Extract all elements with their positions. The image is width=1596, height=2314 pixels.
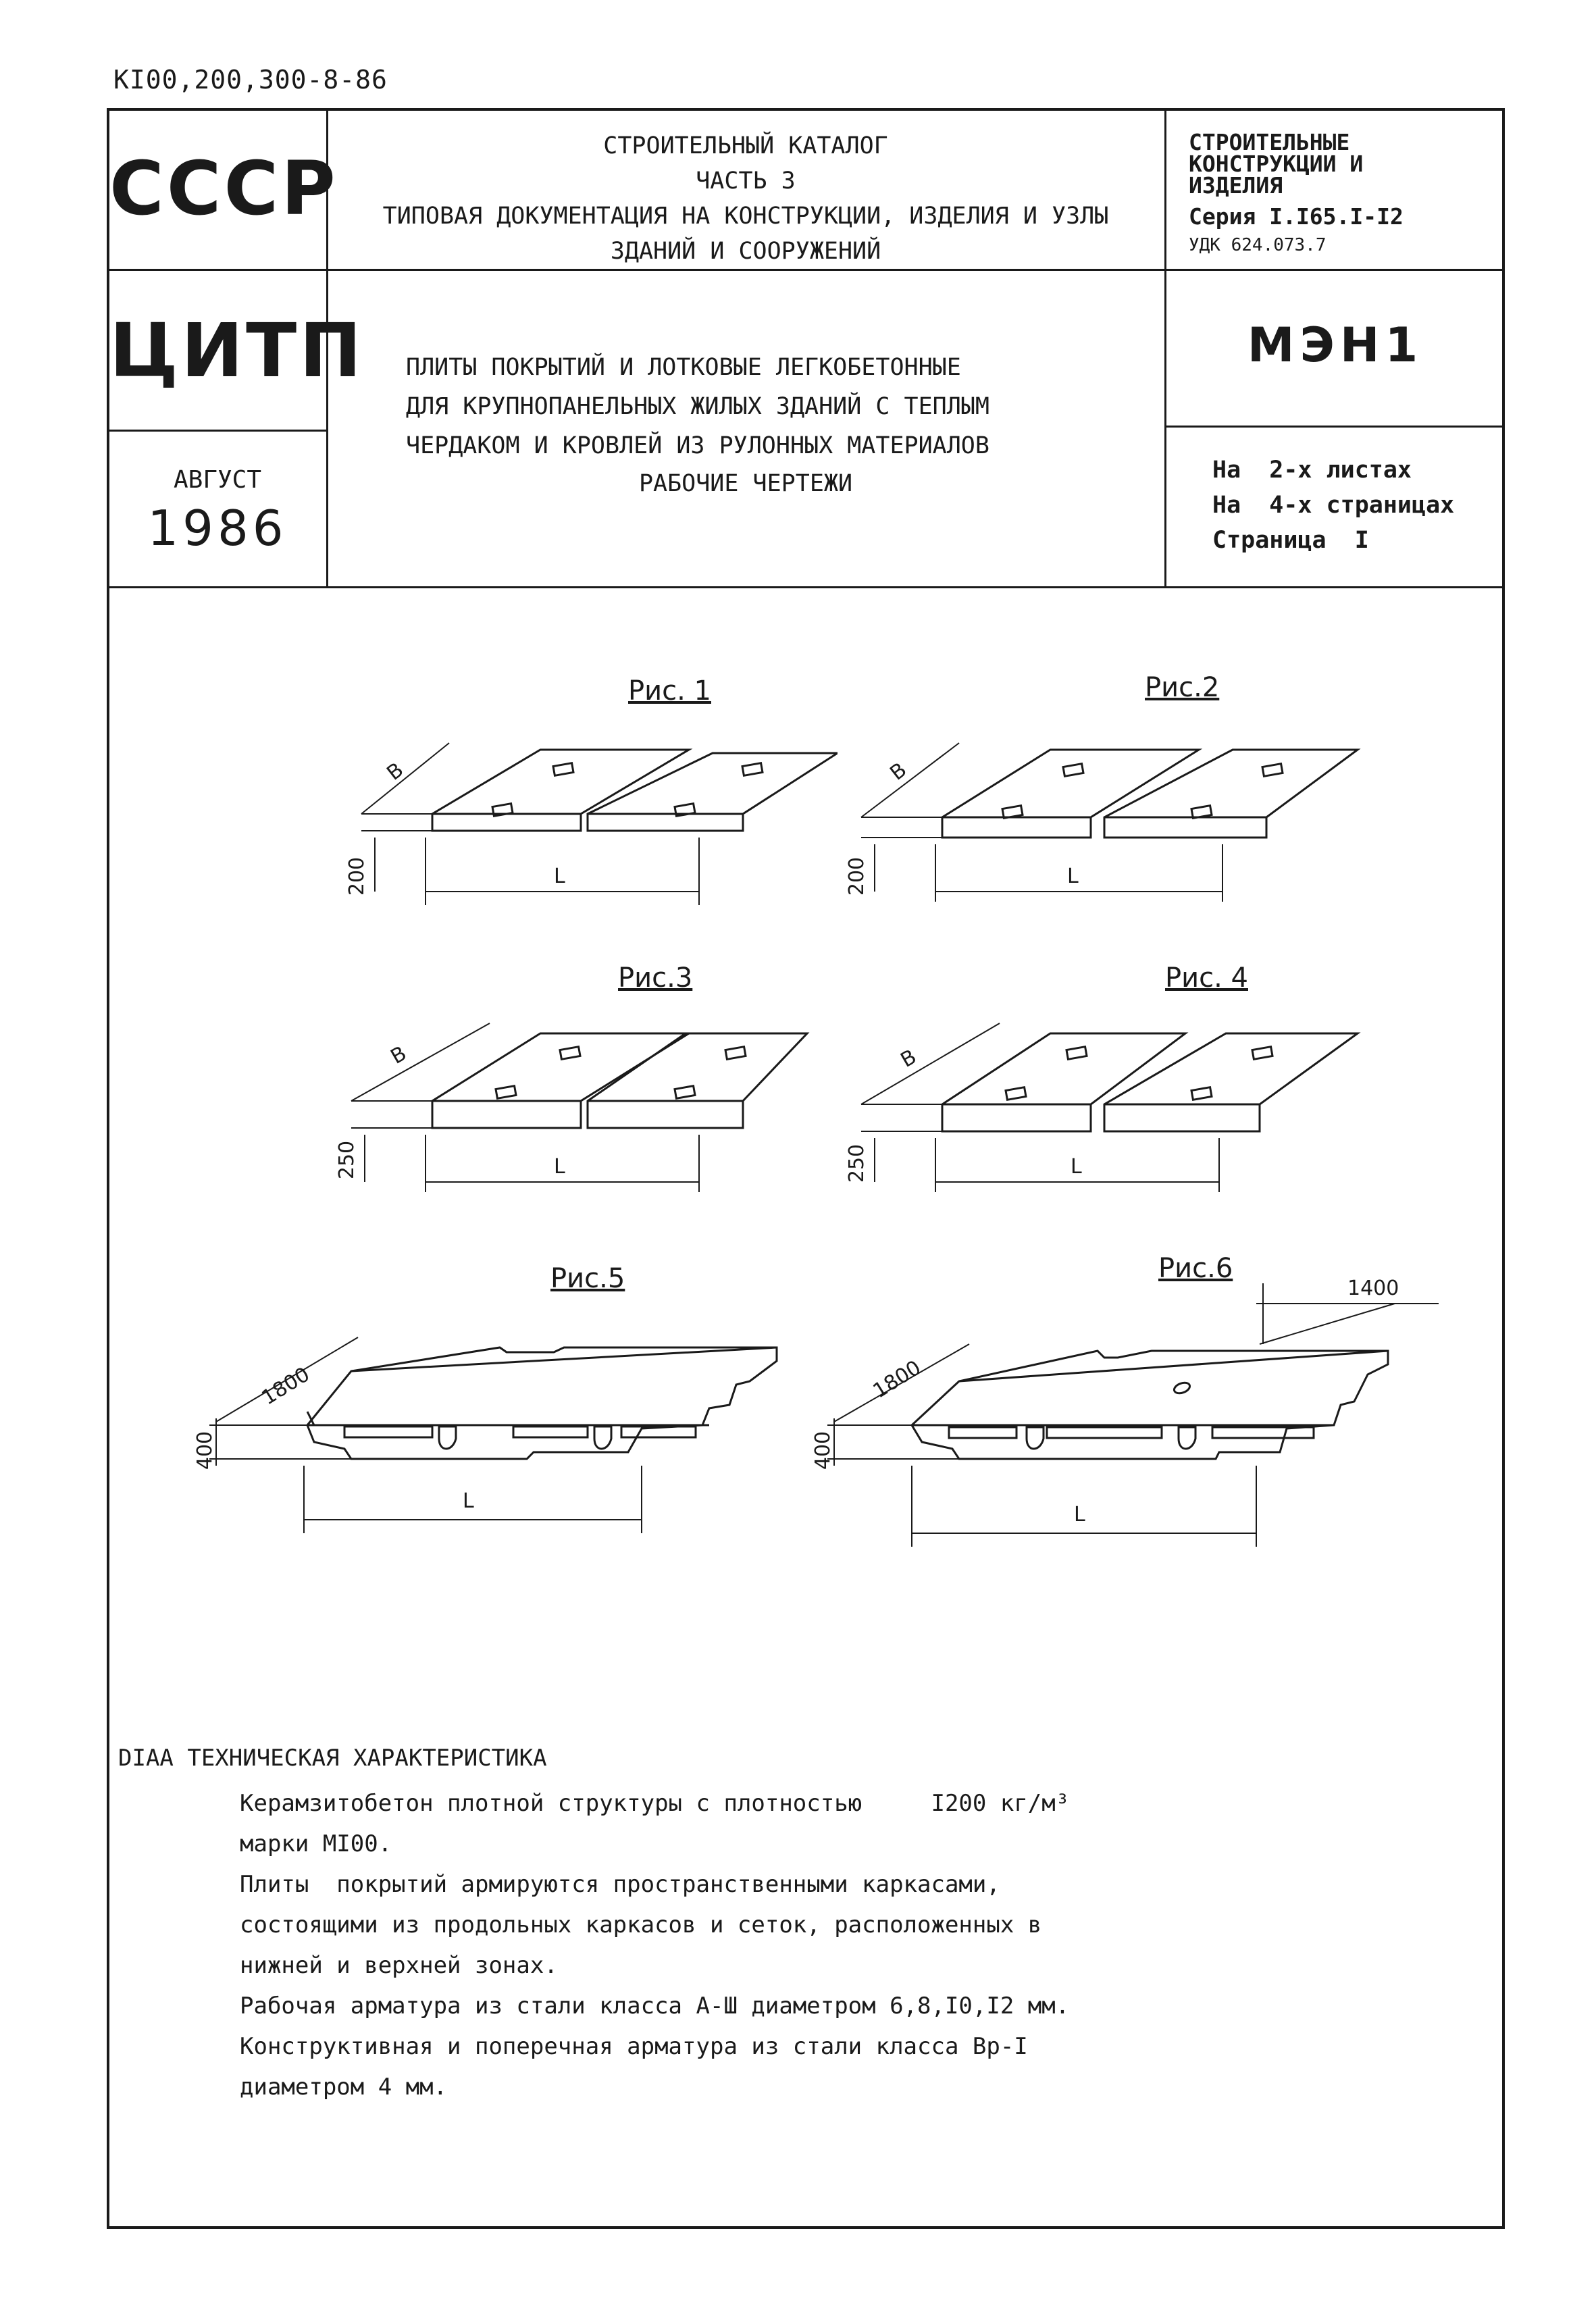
sheets-count: На 2-х листах xyxy=(1212,457,1412,484)
catalog-title: СТРОИТЕЛЬНЫЙ КАТАЛОГ xyxy=(603,132,888,159)
figure-2-dim-h: 200 xyxy=(845,856,869,896)
catalog-subtitle-1: ТИПОВАЯ ДОКУМЕНТАЦИЯ НА КОНСТРУКЦИИ, ИЗД… xyxy=(382,203,1109,230)
header-bottom-rule xyxy=(107,586,1505,588)
pages-count: На 4-х страницах xyxy=(1212,492,1455,519)
figure-6-dim-h: 400 xyxy=(811,1431,835,1470)
figure-6-dim-extra: 1400 xyxy=(1347,1277,1399,1300)
product-title-3: ЧЕРДАКОМ И КРОВЛЕЙ ИЗ РУЛОННЫХ МАТЕРИАЛО… xyxy=(406,432,989,459)
tech-line-6: Рабочая арматура из стали класса А-Ш диа… xyxy=(240,1992,1070,2020)
figure-5-drawing xyxy=(209,1337,778,1533)
frame-bottom xyxy=(107,2226,1505,2229)
tech-line-1: Керамзитобетон плотной структуры с плотн… xyxy=(240,1790,1070,1817)
tech-body: Керамзитобетон плотной структуры с плотн… xyxy=(240,1783,1557,2107)
figure-5-dim-h: 400 xyxy=(193,1431,217,1470)
figure-5: Рис.5 1800 400 L xyxy=(193,1250,804,1560)
figure-4: Рис. 4 В 250 L xyxy=(834,959,1361,1209)
product-heading: ПЛИТЫ ПОКРЫТИЙ И ЛОТКОВЫЕ ЛЕГКОБЕТОННЫЕ … xyxy=(328,348,1163,465)
tech-line-5: нижней и верхней зонах. xyxy=(240,1952,558,1979)
tech-line-2: марки MI00. xyxy=(240,1830,392,1857)
page-number: Страница I xyxy=(1212,527,1369,554)
product-subtitle: РАБОЧИЕ ЧЕРТЕЖИ xyxy=(638,470,853,497)
figure-6-label: Рис.6 xyxy=(1158,1253,1233,1284)
product-title-1: ПЛИТЫ ПОКРЫТИЙ И ЛОТКОВЫЕ ЛЕГКОБЕТОННЫЕ xyxy=(406,354,961,381)
figure-5-dim-l: L xyxy=(463,1489,474,1513)
catalog-heading: СТРОИТЕЛЬНЫЙ КАТАЛОГ ЧАСТЬ 3 ТИПОВАЯ ДОК… xyxy=(328,128,1163,269)
section-line-3: ИЗДЕЛИЯ xyxy=(1189,172,1283,199)
figure-6-dim-l: L xyxy=(1074,1503,1085,1526)
figure-3-dim-l: L xyxy=(554,1155,565,1179)
figure-3: Рис.3 В 250 L xyxy=(324,959,838,1209)
figure-3-drawing xyxy=(351,1023,810,1192)
figure-2-drawing xyxy=(860,742,1361,902)
tech-title: DIAA ТЕХНИЧЕСКАЯ ХАРАКТЕРИСТИКА xyxy=(118,1745,547,1772)
figure-1-dim-h: 200 xyxy=(345,856,369,896)
tech-line-3: Плиты покрытий армируются пространственн… xyxy=(240,1871,1000,1898)
frame-top xyxy=(107,108,1505,111)
figure-1-drawing xyxy=(361,742,838,905)
issue-month: АВГУСТ xyxy=(173,466,262,494)
document-code: KI00,200,300-8-86 xyxy=(113,65,388,95)
header-row-rule-1 xyxy=(107,269,1505,271)
header-left-rule-2 xyxy=(107,430,328,432)
figure-1-label: Рис. 1 xyxy=(628,675,711,706)
section-line-2: КОНСТРУКЦИИ И xyxy=(1189,151,1364,177)
udk-number: УДК 624.073.7 xyxy=(1189,235,1327,255)
document-code-mark: МЭН1 xyxy=(1247,317,1424,373)
tech-line-7: Конструктивная и поперечная арматура из … xyxy=(240,2033,1028,2060)
frame-right xyxy=(1502,108,1505,2229)
figure-1-dim-l: L xyxy=(554,865,565,888)
figure-2-dim-l: L xyxy=(1067,865,1079,888)
figure-4-label: Рис. 4 xyxy=(1165,962,1248,994)
figure-6: Рис.6 1800 400 L 1400 xyxy=(811,1250,1462,1567)
figure-5-label: Рис.5 xyxy=(550,1263,625,1294)
issue-year: 1986 xyxy=(147,500,288,557)
org-name: ЦИТП xyxy=(109,307,365,394)
product-title-2: ДЛЯ КРУПНОПАНЕЛЬНЫХ ЖИЛЫХ ЗДАНИЙ С ТЕПЛЫ… xyxy=(406,393,989,420)
header-right-rule-2 xyxy=(1164,426,1505,428)
header-col-divider-1 xyxy=(326,108,328,588)
catalog-part: ЧАСТЬ 3 xyxy=(696,168,796,195)
figure-2: Рис.2 В 200 L xyxy=(834,665,1361,908)
figure-4-dim-h: 250 xyxy=(845,1143,869,1183)
section-line-1: СТРОИТЕЛЬНЫЕ xyxy=(1189,129,1350,155)
figure-4-drawing xyxy=(860,1023,1361,1192)
figure-4-dim-l: L xyxy=(1071,1155,1082,1179)
figure-1: Рис. 1 В 200 L xyxy=(324,669,838,912)
frame-left xyxy=(107,108,109,2229)
figure-3-label: Рис.3 xyxy=(618,962,693,994)
figure-6-drawing xyxy=(827,1283,1439,1547)
header-col-divider-2 xyxy=(1164,108,1166,588)
figure-2-label: Рис.2 xyxy=(1145,672,1220,703)
org-country: СССР xyxy=(109,145,338,232)
figure-3-dim-h: 250 xyxy=(335,1140,359,1180)
tech-line-4: состоящими из продольных каркасов и сето… xyxy=(240,1911,1042,1938)
tech-line-8: диаметром 4 мм. xyxy=(240,2074,448,2101)
sheets-info: На 2-х листах На 4-х страницах Страница … xyxy=(1212,453,1496,558)
series-number: Серия I.I65.I-I2 xyxy=(1189,203,1404,230)
section-block: СТРОИТЕЛЬНЫЕ КОНСТРУКЦИИ И ИЗДЕЛИЯ Серия… xyxy=(1189,128,1493,259)
catalog-subtitle-2: ЗДАНИЙ И СООРУЖЕНИЙ xyxy=(610,238,881,265)
